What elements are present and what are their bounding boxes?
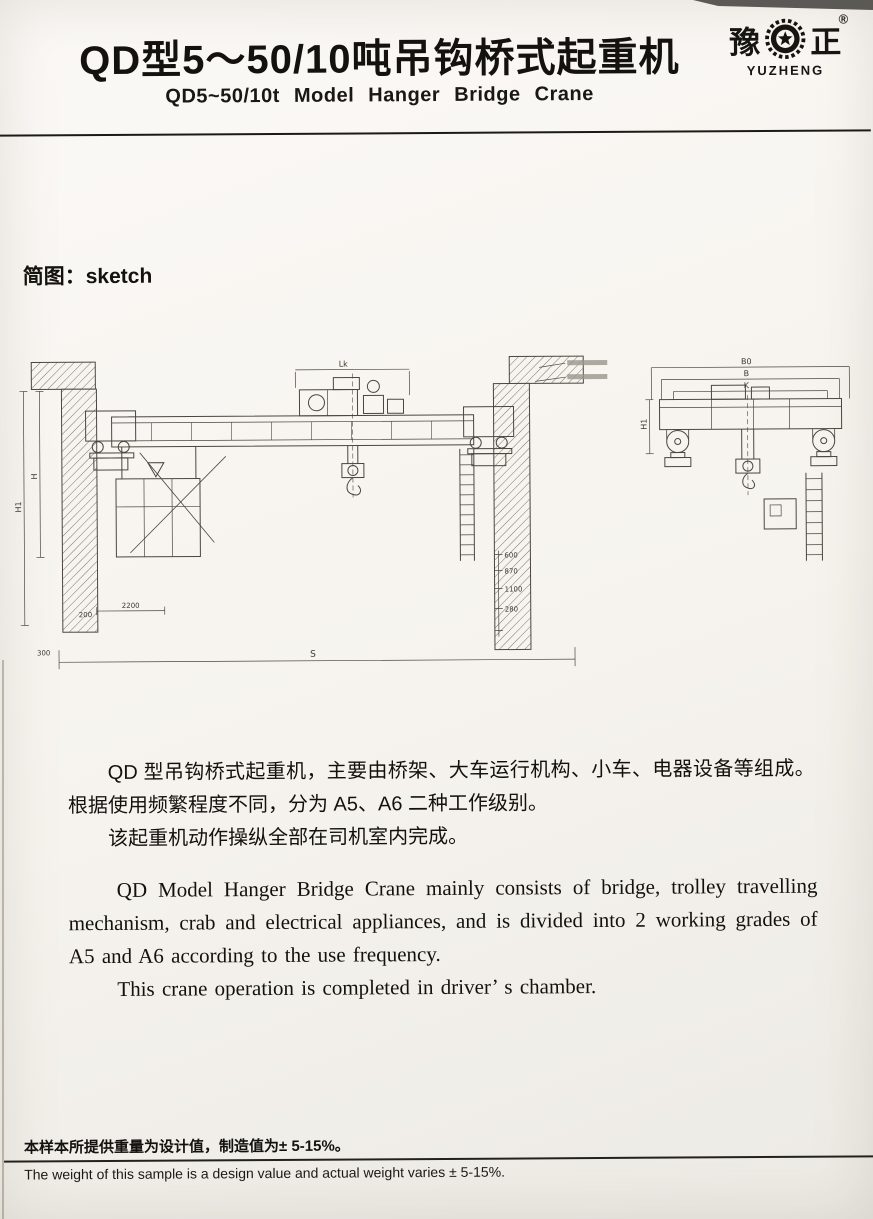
header-divider xyxy=(0,129,871,137)
brand-logo: ® 豫 正 YUZHENG xyxy=(720,11,850,79)
crane-sketch-drawing: Lk H1 H S 600 870 1100 280 2200 200 300 xyxy=(11,352,862,697)
dim-value-870: 870 xyxy=(504,568,517,576)
registered-mark: ® xyxy=(838,11,849,27)
dim-label-k: K xyxy=(744,381,750,390)
dim-label-h: H xyxy=(30,473,39,479)
paragraph-zh-1: QD 型吊钩桥式起重机，主要由桥架、大车运行机构、小车、电器设备等组成。根据使用… xyxy=(67,757,815,818)
paragraph-en-1: QD Model Hanger Bridge Crane mainly cons… xyxy=(68,873,818,969)
footer-note-en: The weight of this sample is a design va… xyxy=(24,1163,506,1183)
scan-edge-artifact-left xyxy=(2,660,4,1219)
dim-label-h1-end: H1 xyxy=(640,419,649,430)
dim-label-lk: Lk xyxy=(339,360,349,369)
dim-label-h1: H1 xyxy=(14,501,23,512)
annotation-leaders xyxy=(535,359,608,382)
dim-label-span: S xyxy=(310,650,316,660)
page-subtitle: QD5~50/10t Model Hanger Bridge Crane xyxy=(165,83,594,108)
sketch-label: 简图：sketch xyxy=(22,264,153,289)
dim-value-200: 200 xyxy=(79,611,92,619)
end-view xyxy=(645,366,850,561)
dim-value-280: 280 xyxy=(505,606,518,614)
paragraph-en-2: This crane operation is completed in dri… xyxy=(117,974,597,1001)
dim-value-2200: 2200 xyxy=(122,602,140,610)
elevation-view xyxy=(19,355,608,670)
logo-char-left: 豫 xyxy=(729,24,761,60)
body-text-en: QD Model Hanger Bridge Crane mainly cons… xyxy=(68,870,818,1007)
dim-value-600: 600 xyxy=(504,552,517,560)
dim-label-b: B xyxy=(744,369,750,378)
gear-star-icon xyxy=(765,18,806,59)
body-text-zh: QD 型吊钩桥式起重机，主要由桥架、大车运行机构、小车、电器设备等组成。根据使用… xyxy=(68,753,816,857)
scan-edge-artifact xyxy=(693,0,873,10)
dim-value-1100: 1100 xyxy=(505,585,523,593)
footer-note-zh: 本样本所提供重量为设计值，制造值为± 5-15%。 xyxy=(23,1137,350,1157)
page-title: QD型5～50/10吨吊钩桥式起重机 xyxy=(79,35,680,84)
dim-value-300: 300 xyxy=(37,649,50,657)
brand-name: YUZHENG xyxy=(746,62,825,79)
dim-label-b0: B0 xyxy=(741,357,752,366)
paragraph-zh-2: 该起重机动作操纵全部在司机室内完成。 xyxy=(108,825,469,851)
page-header: QD型5～50/10吨吊钩桥式起重机 QD5~50/10t Model Hang… xyxy=(0,9,871,137)
logo-char-right: 正 xyxy=(810,24,842,60)
